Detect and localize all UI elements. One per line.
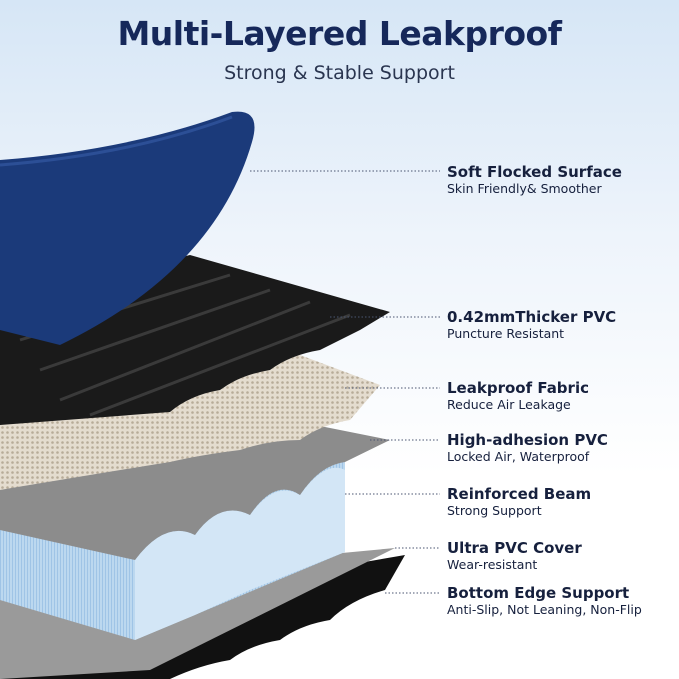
page-title: Multi-Layered Leakproof: [117, 14, 562, 53]
label-bottom-edge-support: Bottom Edge Support Anti-Slip, Not Leani…: [447, 584, 642, 617]
layer-subtitle: Reduce Air Leakage: [447, 397, 571, 412]
page-subtitle: Strong & Stable Support: [224, 62, 455, 84]
layer-subtitle: Strong Support: [447, 503, 542, 518]
layer-title: Leakproof Fabric: [447, 379, 589, 397]
label-thicker-pvc: 0.42mmThicker PVC Puncture Resistant: [447, 308, 616, 341]
layer-title: Bottom Edge Support: [447, 584, 630, 602]
layer-subtitle: Anti-Slip, Not Leaning, Non-Flip: [447, 602, 642, 617]
layer-title: Reinforced Beam: [447, 485, 592, 503]
layer-subtitle: Skin Friendly& Smoother: [447, 181, 602, 196]
layer-title: 0.42mmThicker PVC: [447, 308, 617, 326]
layer-title: High-adhesion PVC: [447, 431, 608, 449]
layer-subtitle: Wear-resistant: [447, 557, 538, 572]
flocked-layer: [0, 111, 255, 345]
layer-subtitle: Locked Air, Waterproof: [447, 449, 590, 464]
label-leakproof-fabric: Leakproof Fabric Reduce Air Leakage: [447, 379, 589, 412]
fabric-layer: [0, 340, 380, 490]
label-high-adhesion-pvc: High-adhesion PVC Locked Air, Waterproof: [447, 431, 608, 464]
layer-title: Ultra PVC Cover: [447, 539, 582, 557]
label-ultra-pvc-cover: Ultra PVC Cover Wear-resistant: [447, 539, 582, 572]
leader-lines: [250, 170, 440, 594]
label-soft-flocked-surface: Soft Flocked Surface Skin Friendly& Smoo…: [447, 163, 622, 196]
layer-title: Soft Flocked Surface: [447, 163, 622, 181]
layer-subtitle: Puncture Resistant: [447, 326, 565, 341]
label-reinforced-beam: Reinforced Beam Strong Support: [447, 485, 591, 518]
